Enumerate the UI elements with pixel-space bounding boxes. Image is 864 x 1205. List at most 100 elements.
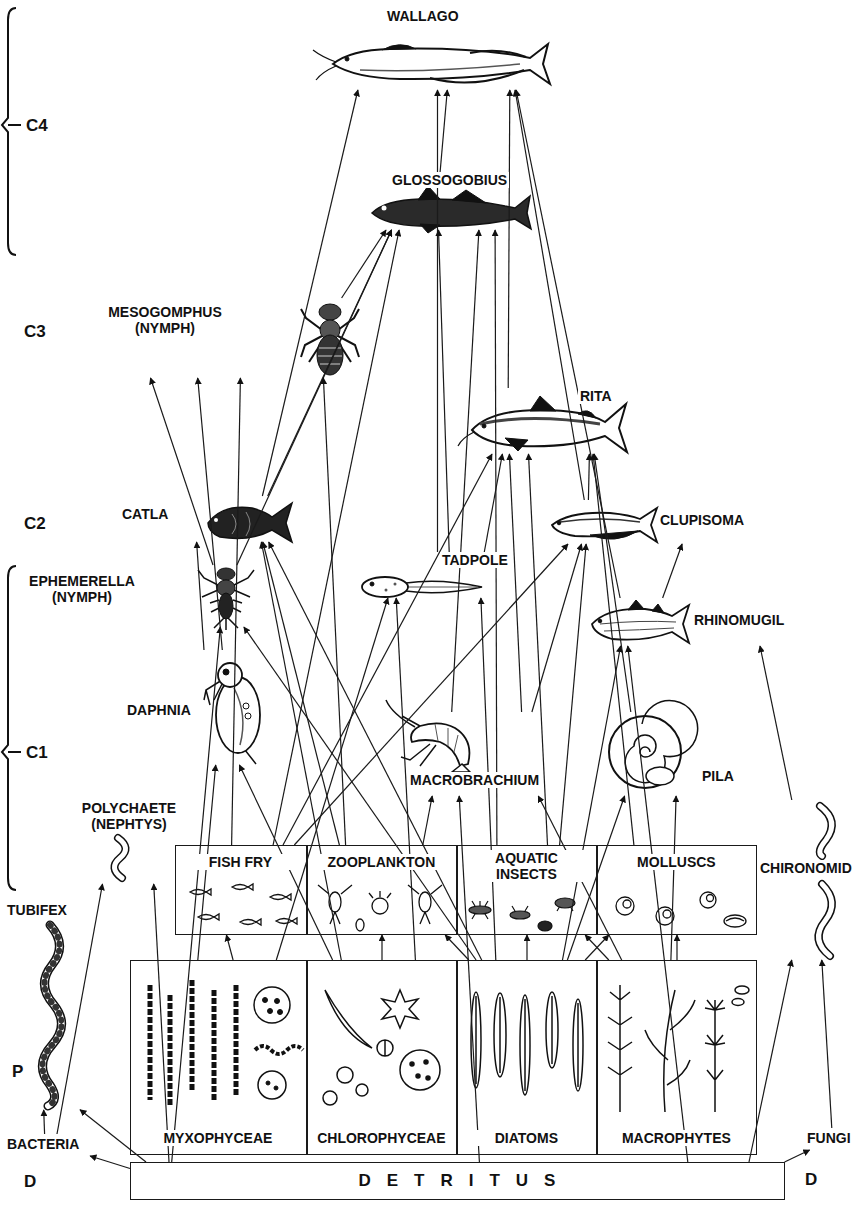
food-link-arrow — [749, 960, 792, 1162]
group-box: CHLOROPHYCEAE — [307, 960, 457, 1155]
organism-node: FUNGI — [805, 1128, 860, 1150]
diatom-drawing — [499, 997, 501, 1073]
diatom-drawing — [520, 995, 530, 1095]
food-link-arrow — [57, 884, 103, 1134]
glossogobius-drawing — [382, 206, 387, 211]
glossogobius-drawing — [418, 186, 440, 200]
zooplankton-drawing — [372, 898, 388, 914]
mollusc-drawing — [724, 915, 746, 927]
wallago-drawing — [333, 44, 550, 84]
level-mark: D — [803, 1170, 819, 1190]
worm-drawing — [42, 925, 61, 1106]
mollusc-drawing — [726, 918, 744, 921]
food-link-arrow — [760, 646, 792, 800]
insect-drawing — [469, 898, 575, 931]
myxophyceae-drawing — [255, 1046, 303, 1054]
food-link-arrow — [262, 90, 358, 496]
mollusc-drawing — [663, 910, 671, 918]
food-link-arrow — [90, 1156, 130, 1169]
food-link-arrow — [671, 796, 676, 960]
food-link-arrow — [484, 454, 502, 552]
food-link-arrow — [323, 378, 345, 845]
rita-drawing — [458, 396, 627, 452]
organism-label: GLOSSOGOBIUS — [390, 172, 509, 188]
group-label: MACROPHYTES — [602, 1130, 750, 1146]
fish-fry-drawing — [276, 918, 297, 924]
trophic-level: C1 — [24, 743, 50, 763]
worm-drawing — [819, 884, 832, 956]
organism-node: RITA — [468, 388, 630, 454]
organism-label: TUBIFEX — [5, 902, 69, 918]
food-link-arrow — [663, 544, 683, 598]
organism-node: DAPHNIA — [125, 650, 265, 765]
wallago-drawing — [430, 70, 524, 83]
daphnia-drawing — [223, 669, 229, 675]
glossogobius-drawing — [372, 186, 531, 233]
organism-node: CHIRONOMID — [758, 800, 860, 960]
food-link-arrow — [785, 1150, 810, 1162]
food-link-arrow — [423, 796, 432, 845]
insect-drawing — [469, 906, 491, 914]
tadpole-drawing — [362, 577, 482, 597]
trophic-level: C3 — [22, 322, 48, 342]
organism-label: RITA — [578, 388, 614, 404]
group-label: DETRITUS — [134, 1171, 779, 1191]
food-link-arrow — [151, 378, 214, 565]
group-label: CHLOROPHYCEAE — [312, 1130, 450, 1146]
food-link-arrow — [294, 544, 568, 845]
rita-drawing — [458, 432, 474, 446]
organism-node: POLYCHAETE (NEPHTYS) — [68, 800, 192, 884]
chlorophyceae-drawing — [400, 1050, 440, 1090]
zooplankton-drawing — [369, 891, 391, 898]
group-box: DIATOMS — [457, 960, 597, 1155]
rita-drawing — [530, 396, 556, 411]
clupisoma-drawing — [590, 531, 638, 539]
chlorophyceae-drawing — [323, 1091, 337, 1105]
macrophyte-drawing — [608, 985, 632, 1112]
organism-label: POLYCHAETE (NEPHTYS) — [68, 800, 190, 832]
food-link-arrow — [437, 90, 438, 552]
food-link-arrow — [226, 935, 233, 960]
tadpole-drawing — [385, 589, 388, 592]
zooplankton-drawing — [318, 885, 442, 931]
daphnia-drawing — [218, 663, 242, 687]
rita-drawing — [482, 424, 486, 428]
organism-label: TADPOLE — [440, 552, 510, 568]
ephemerella-drawing — [198, 568, 254, 630]
diatom-drawing — [524, 999, 526, 1091]
group-label: AQUATIC INSECTS — [468, 850, 584, 882]
tadpole-drawing — [362, 577, 408, 597]
macrobrachium-drawing — [411, 723, 469, 766]
food-link-arrow — [515, 90, 584, 500]
food-link-arrow — [439, 230, 450, 552]
tadpole-drawing — [394, 583, 397, 586]
food-link-arrow — [154, 884, 169, 1162]
level-mark: D — [22, 1172, 38, 1192]
organism-label: EPHEMERELLA (NYMPH) — [18, 573, 146, 605]
level-bracket — [2, 8, 21, 890]
food-link-arrow — [244, 627, 476, 960]
fish-fry-drawing — [232, 884, 253, 890]
organism-label: DAPHNIA — [125, 702, 193, 718]
worm-drawing — [42, 925, 61, 1106]
worm-drawing — [819, 884, 832, 956]
organism-label: CATLA — [120, 506, 170, 522]
food-link-arrow — [263, 542, 340, 845]
organism-node: MESOGOMPHUS (NYMPH) — [100, 298, 362, 378]
macrophyte-drawing — [735, 986, 749, 994]
organism-node: MACROBRACHIUM — [398, 712, 563, 796]
food-link-arrow — [440, 90, 447, 172]
group-label: MYXOPHYCEAE — [135, 1130, 300, 1146]
chlorophyceae-drawing — [337, 1067, 353, 1083]
macrobrachium-drawing — [452, 764, 470, 772]
organism-label: FUNGI — [805, 1130, 853, 1146]
tadpole-drawing — [370, 582, 374, 586]
myxophyceae-drawing — [258, 1071, 286, 1099]
group-label: FISH FRY — [186, 854, 294, 870]
macrobrachium-drawing — [386, 700, 470, 772]
food-link-arrow — [560, 544, 587, 845]
worm-drawing — [114, 838, 125, 878]
food-link-arrow — [197, 542, 204, 650]
food-link-arrow — [261, 542, 341, 960]
